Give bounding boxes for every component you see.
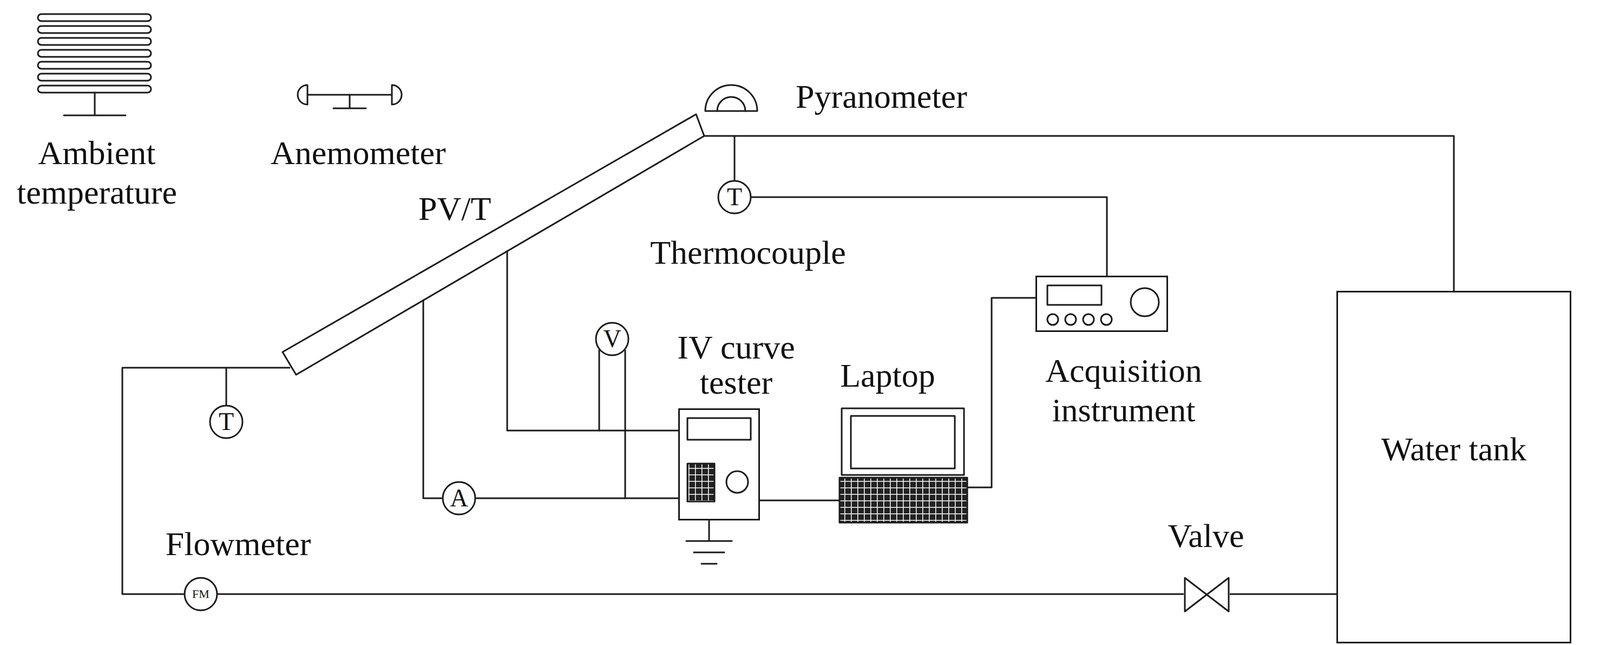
thermocouple-symbol: T bbox=[717, 179, 752, 215]
thermocouple-symbol: T bbox=[208, 404, 244, 439]
node-text: A bbox=[449, 483, 468, 513]
laptop-display bbox=[850, 415, 955, 469]
anemometer-stand bbox=[333, 94, 366, 109]
iv-curve-tester: IV curve tester bbox=[678, 408, 760, 521]
circle-outline bbox=[184, 577, 218, 611]
node-text: Water tank bbox=[1381, 429, 1527, 469]
laptop-screen bbox=[841, 408, 965, 475]
screen-stand bbox=[63, 92, 126, 116]
device-label: Laptop bbox=[817, 355, 959, 396]
flowmeter-symbol: FM bbox=[183, 576, 219, 612]
tester-knob bbox=[726, 470, 749, 493]
water-tank: Water tank bbox=[1336, 290, 1572, 644]
sensor-label: Pyranometer bbox=[795, 76, 1024, 117]
component-label: Flowmeter bbox=[156, 523, 320, 564]
device-label: IV curve tester bbox=[660, 329, 812, 400]
voltmeter-symbol: V bbox=[594, 321, 630, 357]
anemometer-cup bbox=[391, 84, 402, 105]
instrument-button bbox=[1100, 313, 1112, 325]
louver bbox=[37, 49, 152, 57]
valve-outline bbox=[1183, 576, 1230, 613]
valve-outline bbox=[1184, 577, 1229, 612]
louver bbox=[37, 14, 152, 22]
circle-outline bbox=[210, 405, 243, 438]
instrument-display bbox=[1047, 285, 1102, 305]
tester-display bbox=[687, 417, 751, 440]
valve-symbol: Valve bbox=[1183, 576, 1230, 613]
node-text: FM bbox=[192, 586, 210, 601]
pipe-or-wire bbox=[967, 297, 1036, 488]
louver bbox=[37, 85, 152, 93]
component-label: Thermocouple bbox=[645, 232, 851, 273]
negative-wire bbox=[423, 299, 442, 498]
laptop: Laptop bbox=[839, 408, 968, 523]
louver bbox=[37, 37, 152, 45]
anemometer-cup bbox=[297, 84, 308, 105]
pyranometer-sensor bbox=[717, 96, 746, 111]
louver bbox=[37, 61, 152, 69]
component-label: PV/T bbox=[418, 188, 527, 229]
circle-outline bbox=[718, 180, 751, 214]
sensor-lead bbox=[733, 135, 736, 180]
instrument-button bbox=[1083, 313, 1094, 325]
node-text: V bbox=[602, 324, 621, 354]
instrument-button bbox=[1065, 313, 1077, 325]
node-text: T bbox=[218, 407, 234, 437]
positive-wire bbox=[507, 251, 600, 431]
circle-outline bbox=[442, 481, 476, 515]
ground-symbol bbox=[686, 520, 732, 564]
device-label: Acquisition instrument bbox=[1037, 350, 1211, 430]
louver bbox=[37, 25, 152, 34]
tester-keypad bbox=[687, 463, 715, 502]
pyranometer-dome bbox=[705, 84, 758, 111]
pipe-or-wire bbox=[1229, 593, 1337, 595]
sensor-lead bbox=[225, 367, 228, 405]
sensor-label: Ambient temperature bbox=[7, 133, 187, 213]
node-text: T bbox=[726, 182, 743, 212]
pipe-or-wire bbox=[759, 499, 840, 502]
circle-outline bbox=[595, 322, 629, 356]
pipe-or-wire bbox=[599, 349, 679, 431]
pipe-or-wire bbox=[475, 497, 679, 500]
instrument-button bbox=[1047, 313, 1059, 325]
louver bbox=[37, 73, 152, 81]
device-label: Valve bbox=[1151, 515, 1261, 556]
louver-screen bbox=[37, 14, 152, 93]
pipe-or-wire bbox=[217, 593, 1184, 595]
voltmeter-lead bbox=[624, 350, 627, 498]
instrument-knob bbox=[1130, 287, 1159, 317]
laptop-keyboard bbox=[839, 477, 968, 523]
acquisition-instrument: Acquisition instrument bbox=[1035, 275, 1169, 332]
ammeter-symbol: A bbox=[441, 480, 477, 516]
sensor-label: Anemometer bbox=[270, 133, 434, 173]
